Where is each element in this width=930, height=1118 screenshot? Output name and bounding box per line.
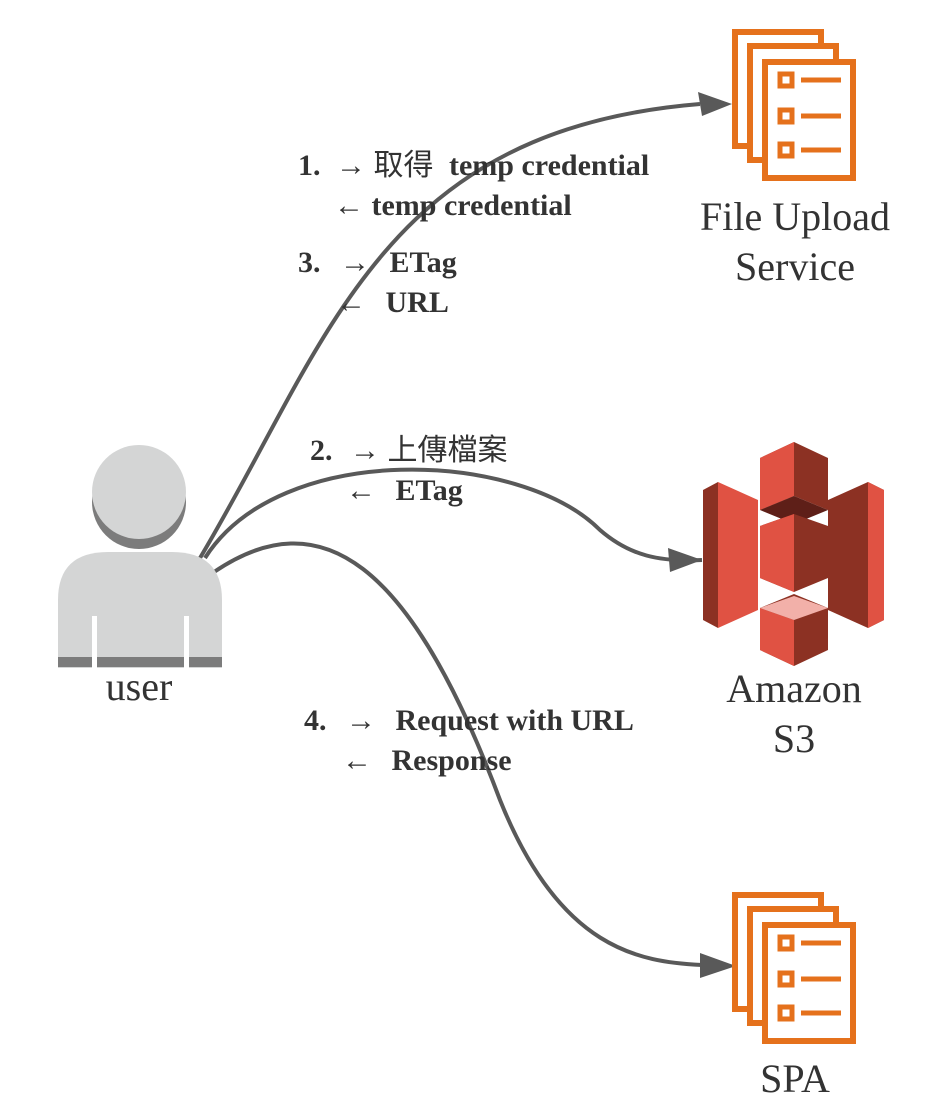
step-3-number: 3. <box>298 246 321 279</box>
step-2-arrow-back: ← <box>346 474 376 507</box>
step-2-number: 2. <box>310 434 333 467</box>
step-4-arrow-back: ← <box>342 744 372 777</box>
step-4-arrow-out: → <box>346 704 376 737</box>
user-label: user <box>106 664 173 709</box>
step-3-request-text: ETag <box>390 246 457 279</box>
user-icon[interactable] <box>58 445 222 668</box>
document-stack-icon[interactable] <box>732 29 856 181</box>
connector-user-to-spa[interactable] <box>212 541 703 967</box>
spa-label: SPA <box>760 1056 830 1101</box>
document-stack-icon[interactable] <box>732 892 856 1044</box>
step-1-number: 1. <box>298 149 321 182</box>
arrowhead-amazon-s3 <box>668 548 702 572</box>
amazon-s3-icon[interactable] <box>703 442 884 666</box>
connectors <box>198 92 736 978</box>
svg-text:1. → 取得 temp: 1. → 取得 temp credential <box>298 149 649 182</box>
arrowhead-file-upload-service <box>698 92 732 116</box>
svg-text:2. → 上傳檔案: 2. → 上傳檔案 <box>310 434 508 467</box>
step-3-arrow-back: ← <box>336 286 366 319</box>
svg-text:← ETag: ← ETag <box>346 474 463 507</box>
arrowhead-spa <box>700 953 736 978</box>
step-1-cjk: 取得 <box>374 149 434 182</box>
amazon-s3-label-line2: S3 <box>773 716 815 761</box>
file-upload-service-label-line1: File Upload <box>700 194 890 239</box>
step-2-annotation: 2. → 上傳檔案 ← ETag <box>310 434 508 507</box>
step-3-response-text: URL <box>386 286 449 319</box>
step-3-annotation: 3. → ETag ← URL <box>298 246 457 319</box>
step-4-number: 4. <box>304 704 327 737</box>
amazon-s3-label-line1: Amazon <box>726 666 862 711</box>
step-1-arrow-out: → <box>336 149 366 182</box>
step-4-annotation: 4. → Request with URL ← Response <box>304 704 634 777</box>
file-upload-service-label-line2: Service <box>735 244 855 289</box>
step-1-response-text: temp credential <box>372 189 572 222</box>
step-2-response-text: ETag <box>396 474 463 507</box>
step-2-cjk: 上傳檔案 <box>388 434 508 467</box>
svg-text:← Response: ← Response <box>342 744 512 777</box>
step-4-request-text: Request with URL <box>396 704 634 737</box>
svg-text:4. → Request with: 4. → Request with URL <box>304 704 634 737</box>
connector-user-to-file-upload-service[interactable] <box>198 102 701 560</box>
step-3-arrow-out: → <box>340 246 370 279</box>
connector-user-to-amazon-s3[interactable] <box>203 467 703 563</box>
step-2-arrow-out: → <box>350 434 380 467</box>
svg-text:← temp credential: ← temp credential <box>334 189 572 222</box>
svg-text:← URL: ← URL <box>336 286 449 319</box>
step-4-response-text: Response <box>392 744 512 777</box>
step-1-arrow-back: ← <box>334 189 364 222</box>
step-1-annotation: 1. → 取得 temp credential ← temp credentia… <box>298 149 649 222</box>
step-1-request-text: temp credential <box>449 149 649 182</box>
svg-text:3. → ETag: 3. → ETag <box>298 246 457 279</box>
